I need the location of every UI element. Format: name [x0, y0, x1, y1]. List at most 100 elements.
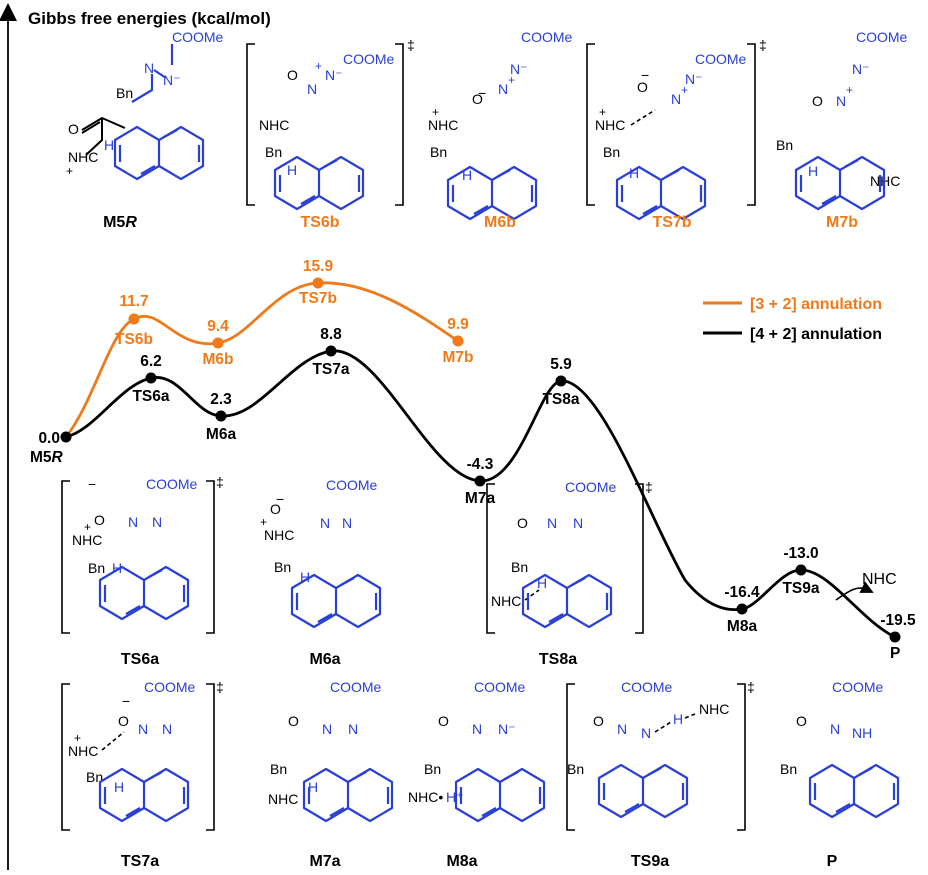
- svg-text:+: +: [508, 73, 515, 87]
- value-TS6b: 11.7: [119, 293, 148, 310]
- svg-text:+: +: [84, 520, 91, 534]
- name-M7b: M7b: [826, 214, 858, 231]
- value-M6b: 9.4: [207, 318, 229, 335]
- orange-points: [128, 277, 464, 349]
- svg-text:+: +: [315, 59, 322, 73]
- name-TS9a: TS9a: [631, 853, 669, 870]
- svg-text:Bn: Bn: [274, 559, 291, 575]
- name-P: P: [827, 853, 838, 870]
- svg-text:Bn: Bn: [265, 144, 282, 160]
- svg-text:NHC: NHC: [491, 593, 521, 609]
- svg-text:H⁺: H⁺: [446, 789, 464, 805]
- svg-text:Bn: Bn: [86, 769, 103, 785]
- svg-text:N: N: [836, 93, 846, 109]
- point-P: [889, 631, 901, 643]
- svg-text:N: N: [498, 81, 508, 97]
- value-M5R: 0.0: [38, 430, 60, 447]
- legend: [3 + 2] annulation [4 + 2] annulation: [703, 296, 882, 343]
- svg-text:N: N: [641, 725, 651, 741]
- structure-P: COOMe O N NH Bn: [780, 679, 900, 819]
- svg-text:N: N: [152, 514, 162, 530]
- svg-text:COOMe: COOMe: [343, 51, 395, 67]
- svg-text:+: +: [846, 83, 853, 97]
- svg-text:‡: ‡: [216, 679, 224, 695]
- label-TS6a: TS6a: [132, 388, 169, 405]
- svg-text:N: N: [320, 515, 330, 531]
- name-TS6b: TS6b: [300, 214, 339, 231]
- svg-text:O: O: [517, 515, 528, 531]
- svg-text:N: N: [322, 721, 332, 737]
- svg-text:NHC: NHC: [428, 117, 458, 133]
- svg-text:‡: ‡: [407, 37, 415, 53]
- point-M6b: [212, 337, 224, 349]
- svg-text:+: +: [260, 515, 267, 529]
- svg-text:+: +: [599, 105, 606, 119]
- svg-text:O: O: [118, 713, 129, 729]
- svg-text:+: +: [432, 105, 439, 119]
- point-TS8a: [555, 375, 567, 387]
- svg-text:O: O: [812, 93, 823, 109]
- svg-text:O: O: [593, 713, 604, 729]
- structure-TS8a: ‡ COOMe O N N Bn H NHC: [486, 479, 653, 634]
- svg-text:N: N: [342, 515, 352, 531]
- svg-text:N: N: [472, 721, 482, 737]
- svg-text:O: O: [637, 79, 648, 95]
- svg-text:N⁻: N⁻: [852, 61, 870, 77]
- svg-text:COOMe: COOMe: [521, 29, 573, 45]
- svg-text:H: H: [300, 569, 310, 585]
- svg-text:+: +: [681, 83, 688, 97]
- legend-label-black: [4 + 2] annulation: [750, 326, 882, 343]
- nhc-release-label: NHC: [862, 571, 897, 588]
- value-M7b: 9.9: [447, 316, 469, 333]
- structure-M6a: COOMe O − + NHC N N Bn H: [260, 477, 382, 629]
- point-TS6b: [128, 313, 140, 325]
- label-TS7b: TS7b: [299, 290, 337, 307]
- svg-text:−: −: [122, 693, 130, 709]
- label-TS8a: TS8a: [542, 391, 579, 408]
- value-TS9a: -13.0: [783, 545, 818, 562]
- svg-text:N⁻: N⁻: [325, 67, 343, 83]
- svg-text:H: H: [287, 162, 297, 178]
- label-M7b: M7b: [443, 349, 474, 366]
- svg-text:NHC: NHC: [68, 149, 98, 165]
- structure-M7a: COOMe O N N Bn H NHC: [268, 679, 394, 823]
- svg-text:O: O: [94, 512, 105, 528]
- black-pathway-curve: [65, 349, 896, 639]
- svg-text:Bn: Bn: [424, 761, 441, 777]
- svg-text:‡: ‡: [216, 474, 224, 490]
- svg-text:COOMe: COOMe: [621, 679, 673, 695]
- svg-text:Bn: Bn: [567, 761, 584, 777]
- svg-text:O: O: [796, 713, 807, 729]
- svg-text:H: H: [114, 779, 124, 795]
- svg-text:N⁻: N⁻: [163, 72, 181, 88]
- value-TS7b: 15.9: [303, 258, 334, 275]
- value-M6a: 2.3: [210, 391, 232, 408]
- point-M7b: [452, 335, 464, 347]
- name-M5R: M5R: [103, 214, 137, 231]
- svg-text:N: N: [573, 515, 583, 531]
- svg-text:Bn: Bn: [430, 144, 447, 160]
- svg-text:N: N: [162, 721, 172, 737]
- svg-text:−: −: [88, 476, 96, 492]
- svg-text:H: H: [537, 575, 547, 591]
- svg-text:Bn: Bn: [776, 137, 793, 153]
- svg-text:COOMe: COOMe: [146, 476, 198, 492]
- svg-text:COOMe: COOMe: [695, 51, 747, 67]
- value-TS8a: 5.9: [550, 356, 572, 373]
- name-TS6a: TS6a: [121, 651, 159, 668]
- svg-text:O: O: [472, 91, 483, 107]
- label-M5R: M5R: [30, 449, 64, 466]
- structure-TS9a: ‡ COOMe O N N H NHC Bn: [566, 679, 755, 831]
- svg-text:N⁻: N⁻: [498, 721, 516, 737]
- point-TS6a: [145, 372, 157, 384]
- svg-text:N: N: [307, 81, 317, 97]
- svg-text:N: N: [547, 515, 557, 531]
- name-TS7b: TS7b: [652, 214, 691, 231]
- name-M7a: M7a: [309, 853, 340, 870]
- name-M6a: M6a: [309, 651, 340, 668]
- value-TS6a: 6.2: [140, 353, 162, 370]
- svg-text:−: −: [276, 491, 284, 507]
- svg-text:H: H: [673, 711, 683, 727]
- svg-text:H: H: [629, 165, 639, 181]
